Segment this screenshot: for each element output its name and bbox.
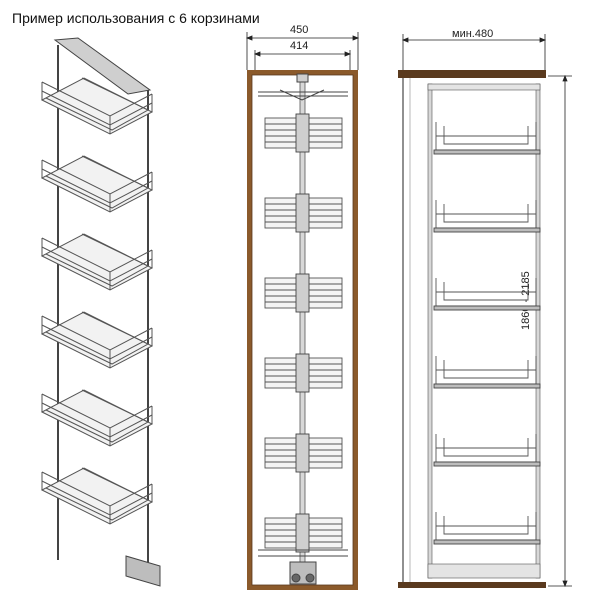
iso-basket	[40, 77, 154, 135]
iso-basket	[40, 233, 154, 291]
page-title: Пример использования с 6 корзинами	[12, 10, 260, 26]
front-basket	[264, 353, 343, 393]
bottom-mechanism	[258, 549, 348, 585]
cabinet-bottom-panel	[398, 582, 546, 588]
inner-width-label: 414	[290, 40, 309, 52]
iso-basket	[40, 467, 154, 525]
iso-basket	[40, 155, 154, 213]
central-pole	[299, 77, 306, 579]
iso-basket	[40, 311, 154, 369]
dimension-lines	[245, 32, 572, 588]
isometric-view	[40, 37, 161, 587]
min-depth-label: мин.480	[452, 28, 494, 40]
side-basket	[433, 356, 541, 389]
side-basket	[433, 434, 541, 467]
side-basket	[433, 122, 541, 155]
front-basket	[264, 433, 343, 473]
front-basket	[264, 513, 343, 553]
outer-width-label: 450	[290, 24, 309, 36]
front-basket	[264, 273, 343, 313]
front-basket	[264, 193, 343, 233]
side-basket	[433, 512, 541, 545]
iso-top-bracket	[53, 37, 152, 95]
cabinet-top-panel	[398, 70, 546, 78]
side-baskets	[433, 122, 541, 545]
side-rail-front	[427, 83, 433, 579]
front-baskets	[264, 113, 343, 553]
side-view	[398, 70, 546, 588]
side-basket	[433, 278, 541, 311]
front-view	[247, 70, 358, 590]
front-basket	[264, 113, 343, 153]
iso-basket	[40, 389, 154, 447]
side-basket	[433, 200, 541, 233]
iso-bottom-mechanism	[125, 555, 161, 587]
side-rail-back	[535, 83, 541, 579]
top-bracket	[258, 73, 348, 101]
